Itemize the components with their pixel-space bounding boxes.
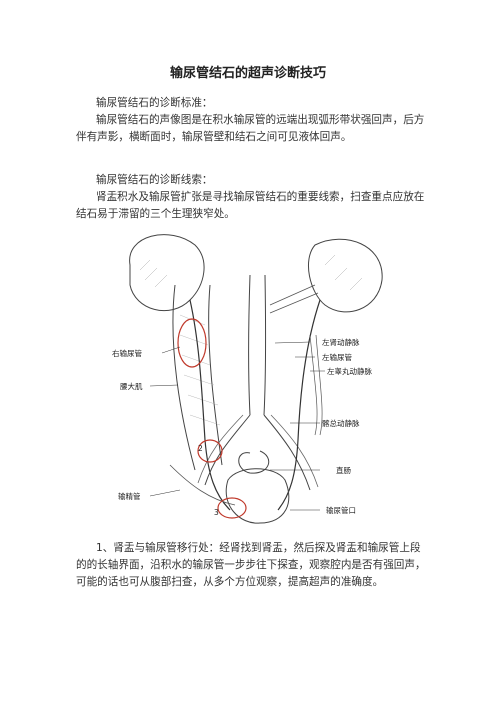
label-ureter-orifice: 输尿管口 <box>326 505 356 515</box>
aorta <box>248 274 251 416</box>
marker-2-label: 2 <box>198 444 203 453</box>
label-left-testicular-vessels: 左睾丸动静脉 <box>327 366 372 376</box>
label-left-ureter: 左输尿管 <box>322 352 352 362</box>
psoas-muscle <box>172 284 223 471</box>
label-right-ureter: 右输尿管 <box>112 348 142 358</box>
urinary-anatomy-illustration: 2 3 右输尿管 腰大肌 输精管 左肾动静脉 左输尿管 左睾丸动静脉 髂总动静脉… <box>112 234 383 524</box>
label-iliac-vessels: 髂总动静脉 <box>322 418 360 428</box>
section-heading-clues: 输尿管结石的诊断线索： <box>96 174 213 186</box>
bladder <box>225 468 290 524</box>
paragraph-narrowing-1: 1、肾盂与输尿管移行处：经肾找到肾盂，然后探及肾盂和输尿管上段的的长轴界面，沿积… <box>76 542 426 588</box>
narrowing-marker-1 <box>177 318 207 368</box>
label-rectum: 直肠 <box>336 465 351 475</box>
paragraph-criteria: 输尿管结石的声像图是在积水输尿管的远端出现弧形带状强回声，后方伴有声影，横断面时… <box>76 114 425 143</box>
marker-3-label: 3 <box>214 508 219 517</box>
page-title: 输尿管结石的超声诊断技巧 <box>169 66 326 81</box>
paragraph-clues: 肾盂积水及输尿管扩张是寻找输尿管结石的重要线索，扫查重点应放在结石易于滞留的三个… <box>76 191 425 220</box>
narrowing-marker-2 <box>197 439 223 463</box>
label-vas-deferens: 输精管 <box>118 491 141 501</box>
label-psoas: 腰大肌 <box>120 381 143 391</box>
rectum <box>238 450 270 474</box>
label-left-renal-vessels: 左肾动静脉 <box>322 337 360 347</box>
narrowing-marker-3 <box>217 497 247 519</box>
section-heading-criteria: 输尿管结石的诊断标准： <box>96 97 213 109</box>
vena-cava <box>263 274 267 416</box>
left-kidney <box>307 238 383 313</box>
right-kidney <box>129 234 205 312</box>
right-ureter <box>189 299 231 511</box>
